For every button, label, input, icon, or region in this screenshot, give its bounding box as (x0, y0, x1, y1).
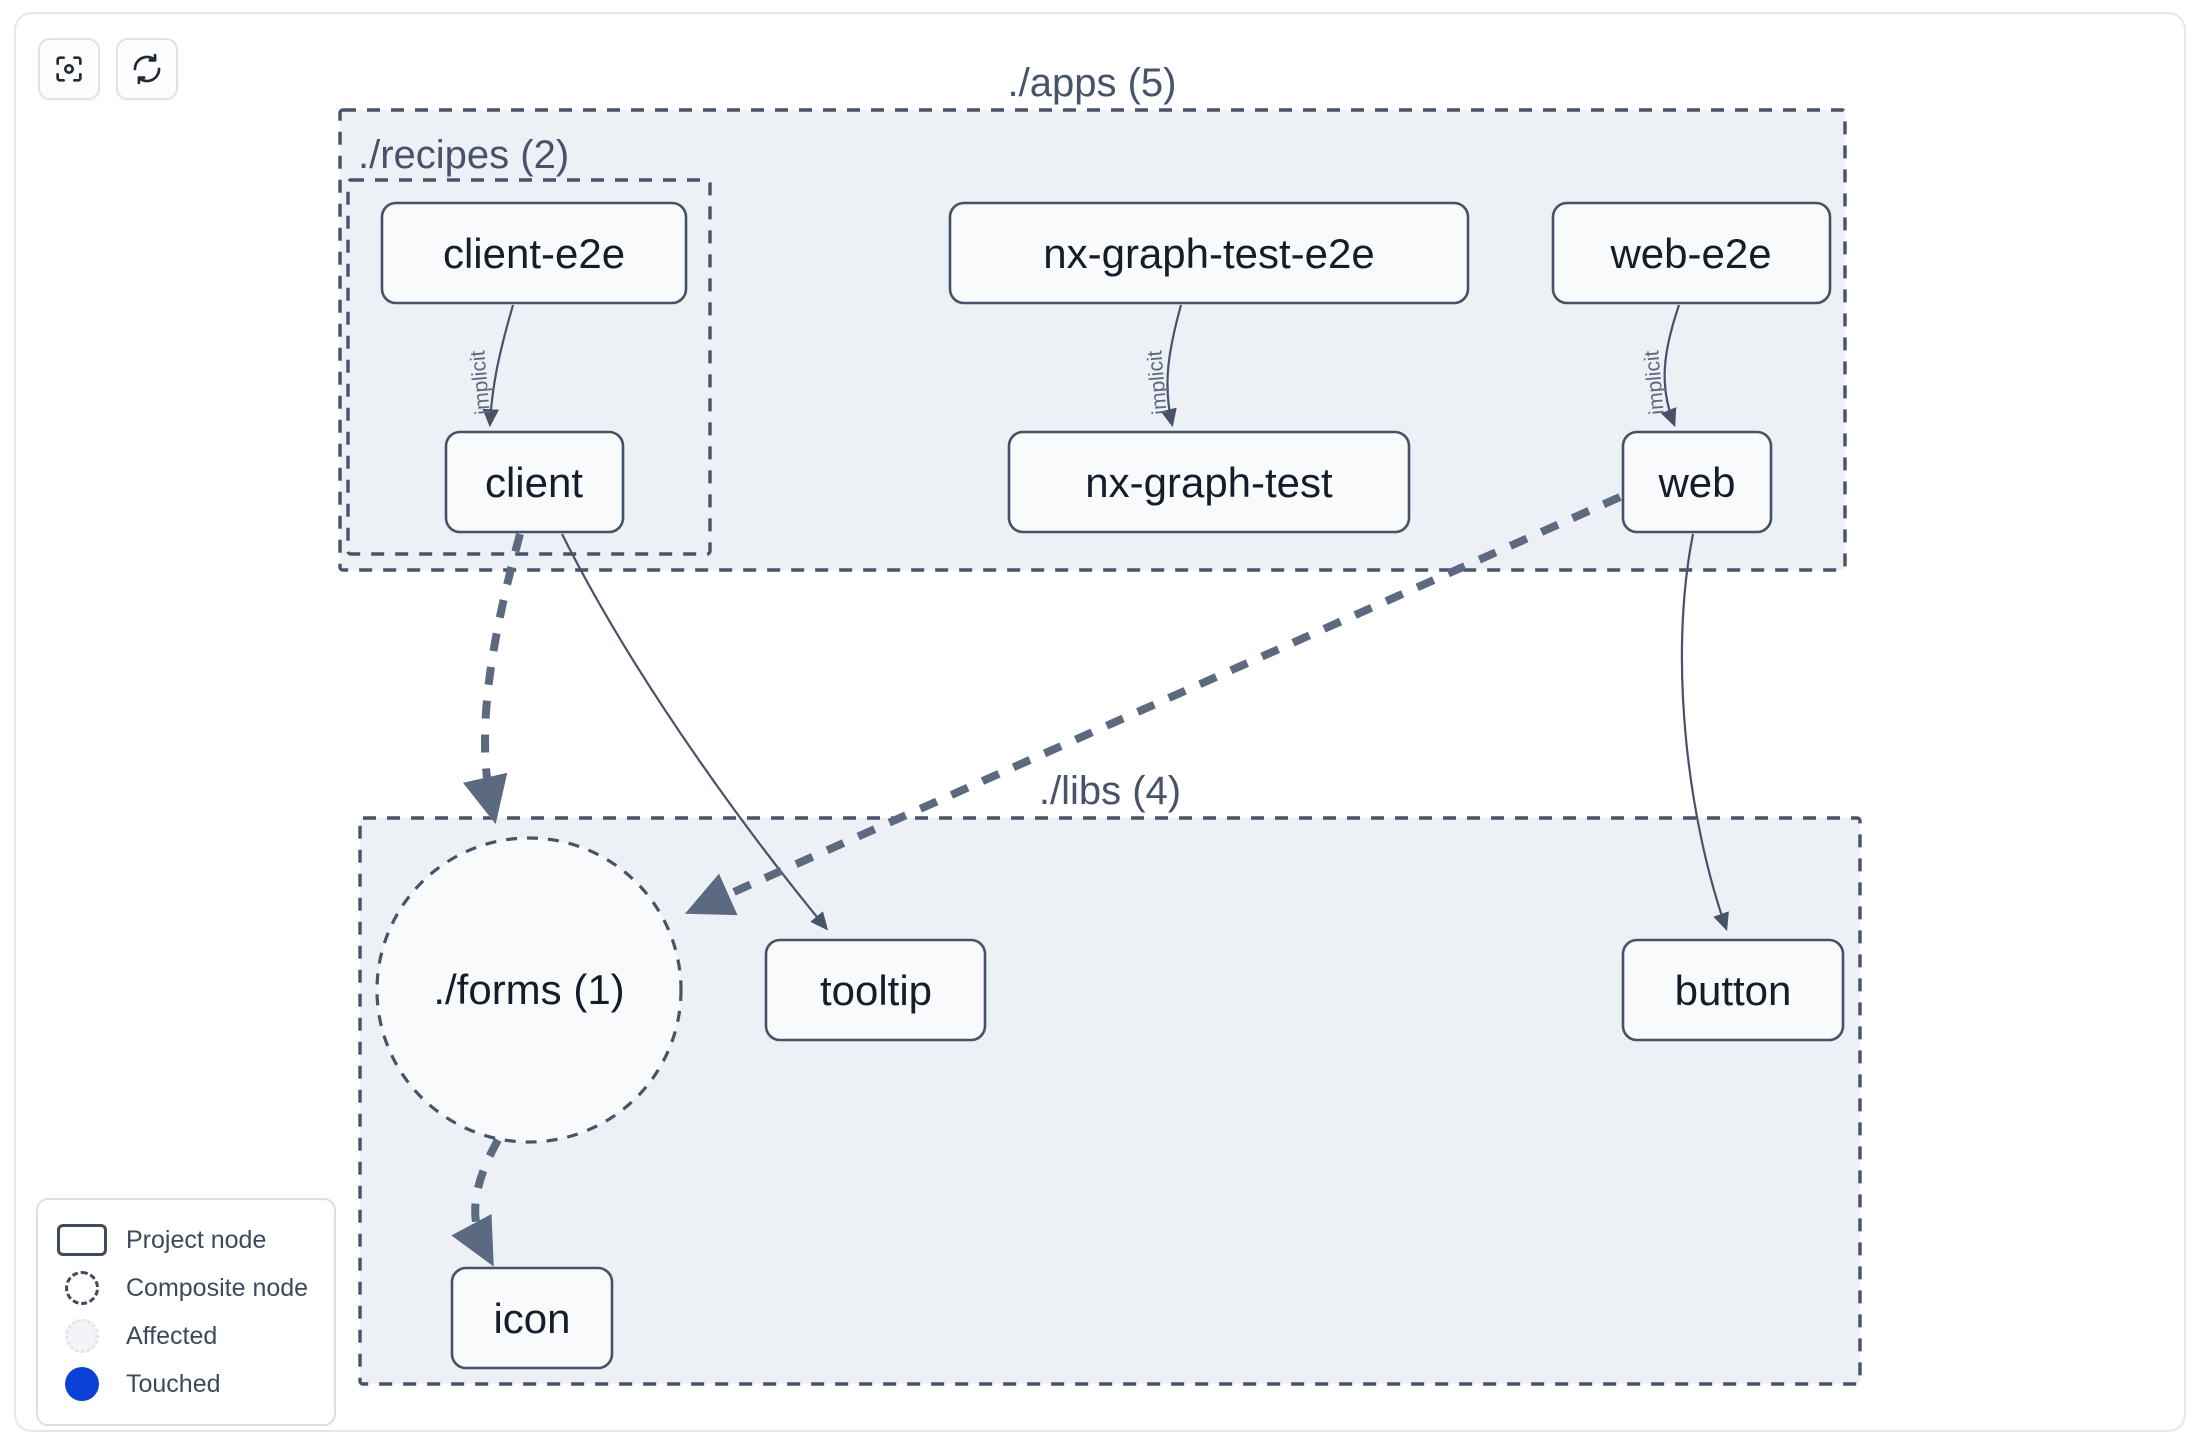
node-label-nx-graph-test: nx-graph-test (1085, 459, 1333, 506)
edge-nx-graph-test-e2e-to-nx-graph-test[interactable]: implicit (1143, 304, 1183, 428)
edge-client-e2e-to-client[interactable]: implicit (466, 304, 515, 428)
node-label-client-e2e: client-e2e (443, 230, 625, 277)
edge-web-e2e-to-web[interactable]: implicit (1640, 304, 1681, 428)
refresh-graph-button[interactable] (116, 38, 178, 100)
affected-swatch (56, 1319, 108, 1353)
edge-client-to-forms[interactable] (462, 532, 524, 825)
touched-swatch (56, 1367, 108, 1401)
legend-item-touched: Touched (56, 1360, 316, 1408)
node-label-button: button (1675, 967, 1792, 1014)
edge-forms-to-icon[interactable] (451, 1138, 502, 1267)
node-web-e2e[interactable]: web-e2e (1551, 201, 1832, 305)
graph-legend: Project node Composite node Affected Tou… (36, 1198, 336, 1426)
composite-node-swatch (56, 1271, 108, 1305)
edge-label-implicit-web: implicit (1640, 349, 1669, 415)
legend-label-project-node: Project node (126, 1225, 267, 1254)
node-icon[interactable]: icon (450, 1266, 614, 1370)
node-nx-graph-test[interactable]: nx-graph-test (1007, 430, 1411, 534)
node-client-e2e[interactable]: client-e2e (380, 201, 688, 305)
node-label-forms: ./forms (1) (433, 966, 624, 1013)
group-label-recipes: ./recipes (2) (358, 133, 569, 177)
node-nx-graph-test-e2e[interactable]: nx-graph-test-e2e (948, 201, 1470, 305)
edge-label-implicit-nx: implicit (1143, 349, 1172, 415)
focus-scan-icon (52, 52, 86, 86)
project-node-swatch (56, 1224, 108, 1256)
group-label-apps: ./apps (5) (1008, 61, 1177, 105)
legend-label-touched: Touched (126, 1369, 221, 1398)
legend-label-composite-node: Composite node (126, 1273, 309, 1302)
node-label-web-e2e: web-e2e (1609, 230, 1771, 277)
node-tooltip[interactable]: tooltip (764, 938, 987, 1042)
legend-label-affected: Affected (126, 1321, 218, 1350)
group-libs[interactable]: ./libs (4) (358, 769, 1862, 1386)
node-label-nx-graph-test-e2e: nx-graph-test-e2e (1043, 230, 1375, 277)
node-web[interactable]: web (1621, 430, 1773, 534)
legend-item-project-node: Project node (56, 1216, 316, 1264)
node-client[interactable]: client (444, 430, 625, 534)
node-label-tooltip: tooltip (820, 967, 932, 1014)
refresh-icon (130, 52, 164, 86)
legend-item-composite-node: Composite node (56, 1264, 316, 1312)
node-forms-composite[interactable]: ./forms (1) (375, 836, 683, 1144)
node-button[interactable]: button (1621, 938, 1845, 1042)
node-label-icon: icon (493, 1295, 570, 1342)
node-label-web: web (1657, 459, 1735, 506)
edge-web-to-button[interactable] (1680, 533, 1729, 932)
graph-toolbar (38, 38, 178, 100)
edge-label-implicit-client: implicit (466, 349, 495, 415)
node-label-client: client (485, 459, 583, 506)
edge-client-to-tooltip[interactable] (561, 533, 829, 931)
legend-item-affected: Affected (56, 1312, 316, 1360)
group-label-libs: ./libs (4) (1039, 769, 1181, 813)
focus-graph-button[interactable] (38, 38, 100, 100)
